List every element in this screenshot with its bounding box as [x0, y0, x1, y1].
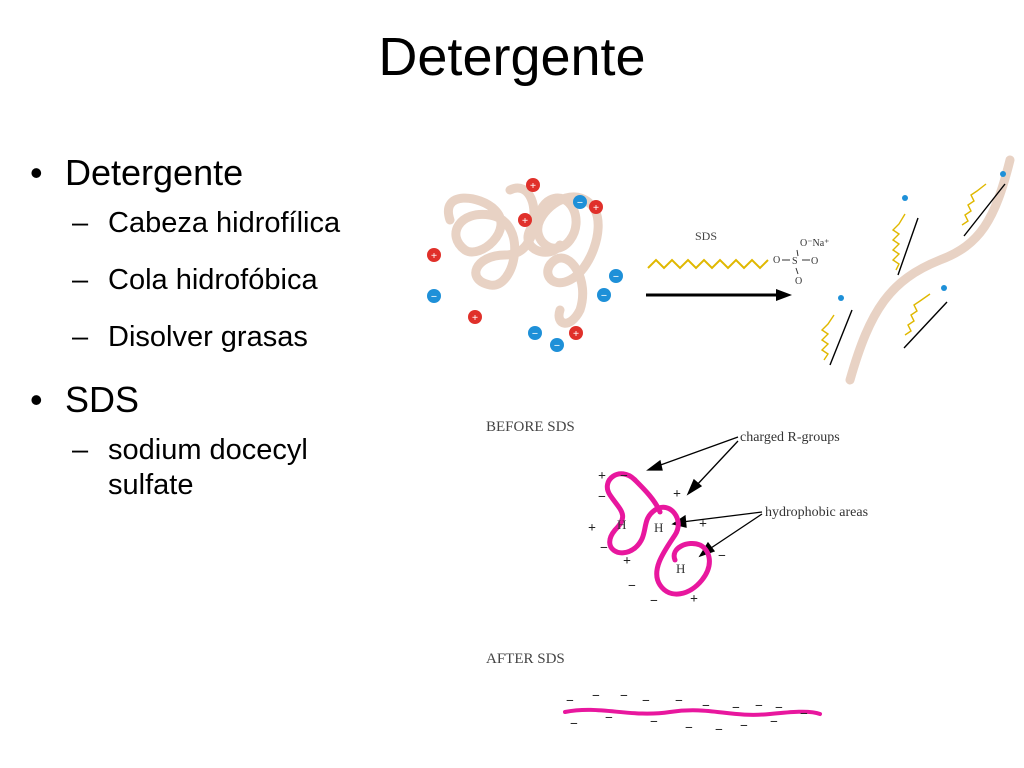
svg-text:−: −	[577, 197, 583, 209]
sds-label: SDS	[695, 229, 717, 243]
minus-charge: −	[597, 288, 611, 302]
bullet-detergente: Detergente	[30, 150, 410, 196]
subbullet-sodium: –sodium docecyl sulfate	[72, 434, 308, 501]
sds-denaturation-figure: + + + + + + − − − − − − SDS O S O⁻Na⁺ O …	[427, 155, 1015, 385]
plus-charge: +	[518, 213, 532, 227]
h-labels: H H H	[617, 517, 685, 576]
svg-text:−: −	[600, 541, 608, 556]
svg-text:+: +	[431, 250, 437, 262]
plus-charge: +	[589, 200, 603, 214]
unfolded-protein	[845, 155, 1015, 385]
minus-charge: −	[427, 289, 441, 303]
svg-text:+: +	[623, 554, 631, 569]
svg-text:−: −	[566, 694, 574, 709]
svg-text:H: H	[676, 561, 685, 576]
svg-text:−: −	[685, 721, 693, 736]
before-sds-label: BEFORE SDS	[486, 419, 575, 435]
svg-text:−: −	[554, 340, 560, 352]
svg-text:−: −	[718, 549, 726, 564]
svg-text:O: O	[795, 276, 802, 287]
plus-charge: +	[569, 326, 583, 340]
before-after-sds-figure: BEFORE SDS charged R-groups hydrophobic …	[486, 419, 868, 738]
bound-sds-heads	[838, 171, 1006, 301]
after-sds-label: AFTER SDS	[486, 651, 565, 667]
svg-text:−: −	[755, 699, 763, 714]
minus-charge: −	[528, 326, 542, 340]
minus-charge: −	[609, 269, 623, 283]
svg-text:−: −	[702, 699, 710, 714]
svg-text:+: +	[472, 312, 478, 324]
svg-text:−: −	[605, 711, 613, 726]
folded-protein	[604, 471, 712, 597]
pointer-arrows	[646, 436, 763, 558]
svg-text:O: O	[811, 256, 818, 267]
unfolded-protein-line	[563, 707, 822, 717]
svg-text:−: −	[620, 469, 628, 484]
bullet-sds: SDS	[30, 377, 410, 423]
svg-text:−: −	[642, 694, 650, 709]
svg-text:+: +	[598, 469, 606, 484]
svg-text:S: S	[792, 256, 798, 267]
subbullet-cabeza: –Cabeza hidrofílica	[72, 207, 341, 239]
minus-charge: −	[550, 338, 564, 352]
after-charges: − − − − − − − − − − − − − − − − −	[566, 689, 808, 738]
reaction-arrow	[646, 289, 792, 301]
charged-r-groups-label: charged R-groups	[740, 430, 840, 445]
plus-charge: +	[427, 248, 441, 262]
svg-text:−: −	[775, 701, 783, 716]
sds-hydrocarbon-tail	[647, 258, 769, 270]
subbullet-disolver: –Disolver grasas	[72, 321, 308, 353]
svg-text:−: −	[732, 701, 740, 716]
bullet-list: Detergente –Cabeza hidrofílica –Cola hid…	[30, 150, 410, 525]
svg-text:+: +	[673, 487, 681, 502]
svg-text:O: O	[773, 255, 780, 266]
svg-text:−: −	[620, 689, 628, 704]
folded-protein-tail	[632, 477, 663, 515]
svg-text:+: +	[573, 328, 579, 340]
minus-charge: −	[573, 195, 587, 209]
plus-charge: +	[526, 178, 540, 192]
slide-title: Detergente	[378, 27, 646, 87]
before-charges: + − − + + − + − − + − +	[588, 469, 726, 609]
svg-text:−: −	[650, 594, 658, 609]
tangled-protein	[443, 183, 603, 328]
svg-text:−: −	[675, 694, 683, 709]
svg-text:−: −	[628, 579, 636, 594]
svg-text:−: −	[532, 328, 538, 340]
sulfate-head: O S O⁻Na⁺ O O	[773, 238, 829, 287]
plus-charge: +	[468, 310, 482, 324]
svg-text:+: +	[522, 215, 528, 227]
svg-text:−: −	[770, 715, 778, 730]
svg-text:−: −	[650, 715, 658, 730]
svg-text:O⁻Na⁺: O⁻Na⁺	[800, 238, 829, 249]
svg-text:−: −	[601, 290, 607, 302]
svg-text:−: −	[570, 717, 578, 732]
svg-text:+: +	[690, 592, 698, 607]
svg-text:+: +	[699, 517, 707, 532]
svg-text:−: −	[715, 723, 723, 738]
svg-text:+: +	[588, 521, 596, 536]
svg-text:+: +	[593, 202, 599, 214]
svg-text:−: −	[431, 291, 437, 303]
svg-text:−: −	[592, 689, 600, 704]
svg-text:H: H	[654, 520, 663, 535]
hydrophobic-areas-label: hydrophobic areas	[765, 505, 868, 520]
svg-text:−: −	[800, 707, 808, 722]
charge-markers: + + + + + + − − − − − −	[427, 178, 623, 352]
svg-text:−: −	[613, 271, 619, 283]
svg-text:+: +	[530, 180, 536, 192]
svg-text:H: H	[617, 517, 626, 532]
svg-text:−: −	[740, 719, 748, 734]
bound-sds-molecules	[820, 183, 1006, 366]
subbullet-cola: –Cola hidrofóbica	[72, 264, 318, 296]
svg-text:−: −	[598, 490, 606, 505]
